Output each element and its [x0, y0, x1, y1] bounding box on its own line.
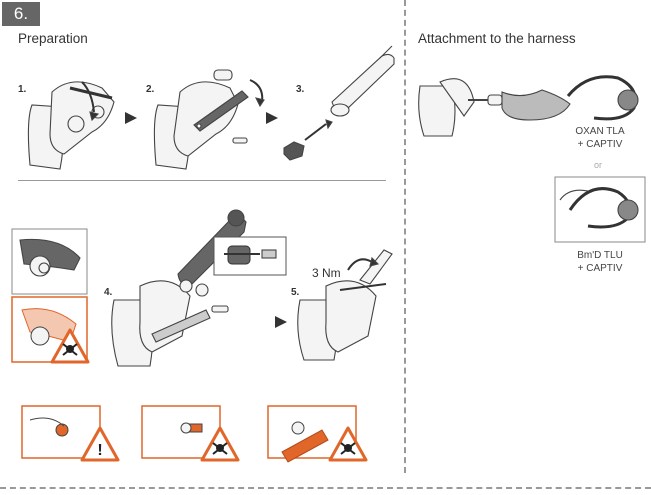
warning-3-illustration [281, 421, 329, 463]
step-number-badge: 6. [2, 2, 40, 26]
step-4-illustration [111, 209, 247, 367]
warning-1-illustration [29, 417, 69, 437]
torque-label: 3 Nm [312, 266, 341, 280]
inset-wrong-illustration [21, 308, 77, 346]
step-4-label: 4. [104, 287, 113, 298]
bottom-divider [0, 487, 651, 489]
step-3-label: 3. [296, 84, 305, 95]
skull-crossbones-icon [340, 442, 356, 455]
option-1-line1: OXAN TLA [575, 126, 625, 137]
arrow-right-icon [275, 316, 287, 328]
arrow-right-icon [266, 112, 278, 124]
skull-crossbones-icon [62, 343, 78, 356]
step-2-illustration [153, 69, 265, 170]
vertical-divider [404, 0, 406, 473]
step-5-illustration [297, 249, 393, 361]
warning-triangle-icon [328, 426, 368, 462]
option-1-label: OXAN TLA + CAPTIV [555, 125, 645, 151]
warning-2-illustration [180, 422, 203, 434]
step-4-zoom-illustration [224, 245, 277, 265]
warning-triangle-icon [50, 328, 90, 364]
section-divider [18, 180, 386, 181]
exclamation-icon: ! [97, 442, 102, 459]
step-3-illustration [283, 45, 395, 161]
step-1-label: 1. [18, 84, 27, 95]
attachment-option-1 [418, 75, 639, 137]
step-5-label: 5. [291, 287, 300, 298]
option-2-label: Bm'D TLU + CAPTIV [555, 249, 645, 275]
option-2-line2: + CAPTIV [577, 263, 623, 274]
warning-triangle-icon: ! [80, 426, 120, 462]
attachment-option-2 [559, 187, 639, 229]
preparation-title: Preparation [18, 31, 88, 46]
attachment-title: Attachment to the harness [418, 31, 576, 46]
inset-correct-illustration [19, 238, 81, 277]
option-2-line1: Bm'D TLU [577, 250, 623, 261]
warning-triangle-icon [200, 426, 240, 462]
step-2-label: 2. [146, 84, 155, 95]
or-label: or [594, 160, 603, 170]
arrow-right-icon [125, 112, 137, 124]
option-1-line2: + CAPTIV [577, 139, 623, 150]
skull-crossbones-icon [212, 442, 228, 455]
step-1-illustration [27, 81, 115, 170]
